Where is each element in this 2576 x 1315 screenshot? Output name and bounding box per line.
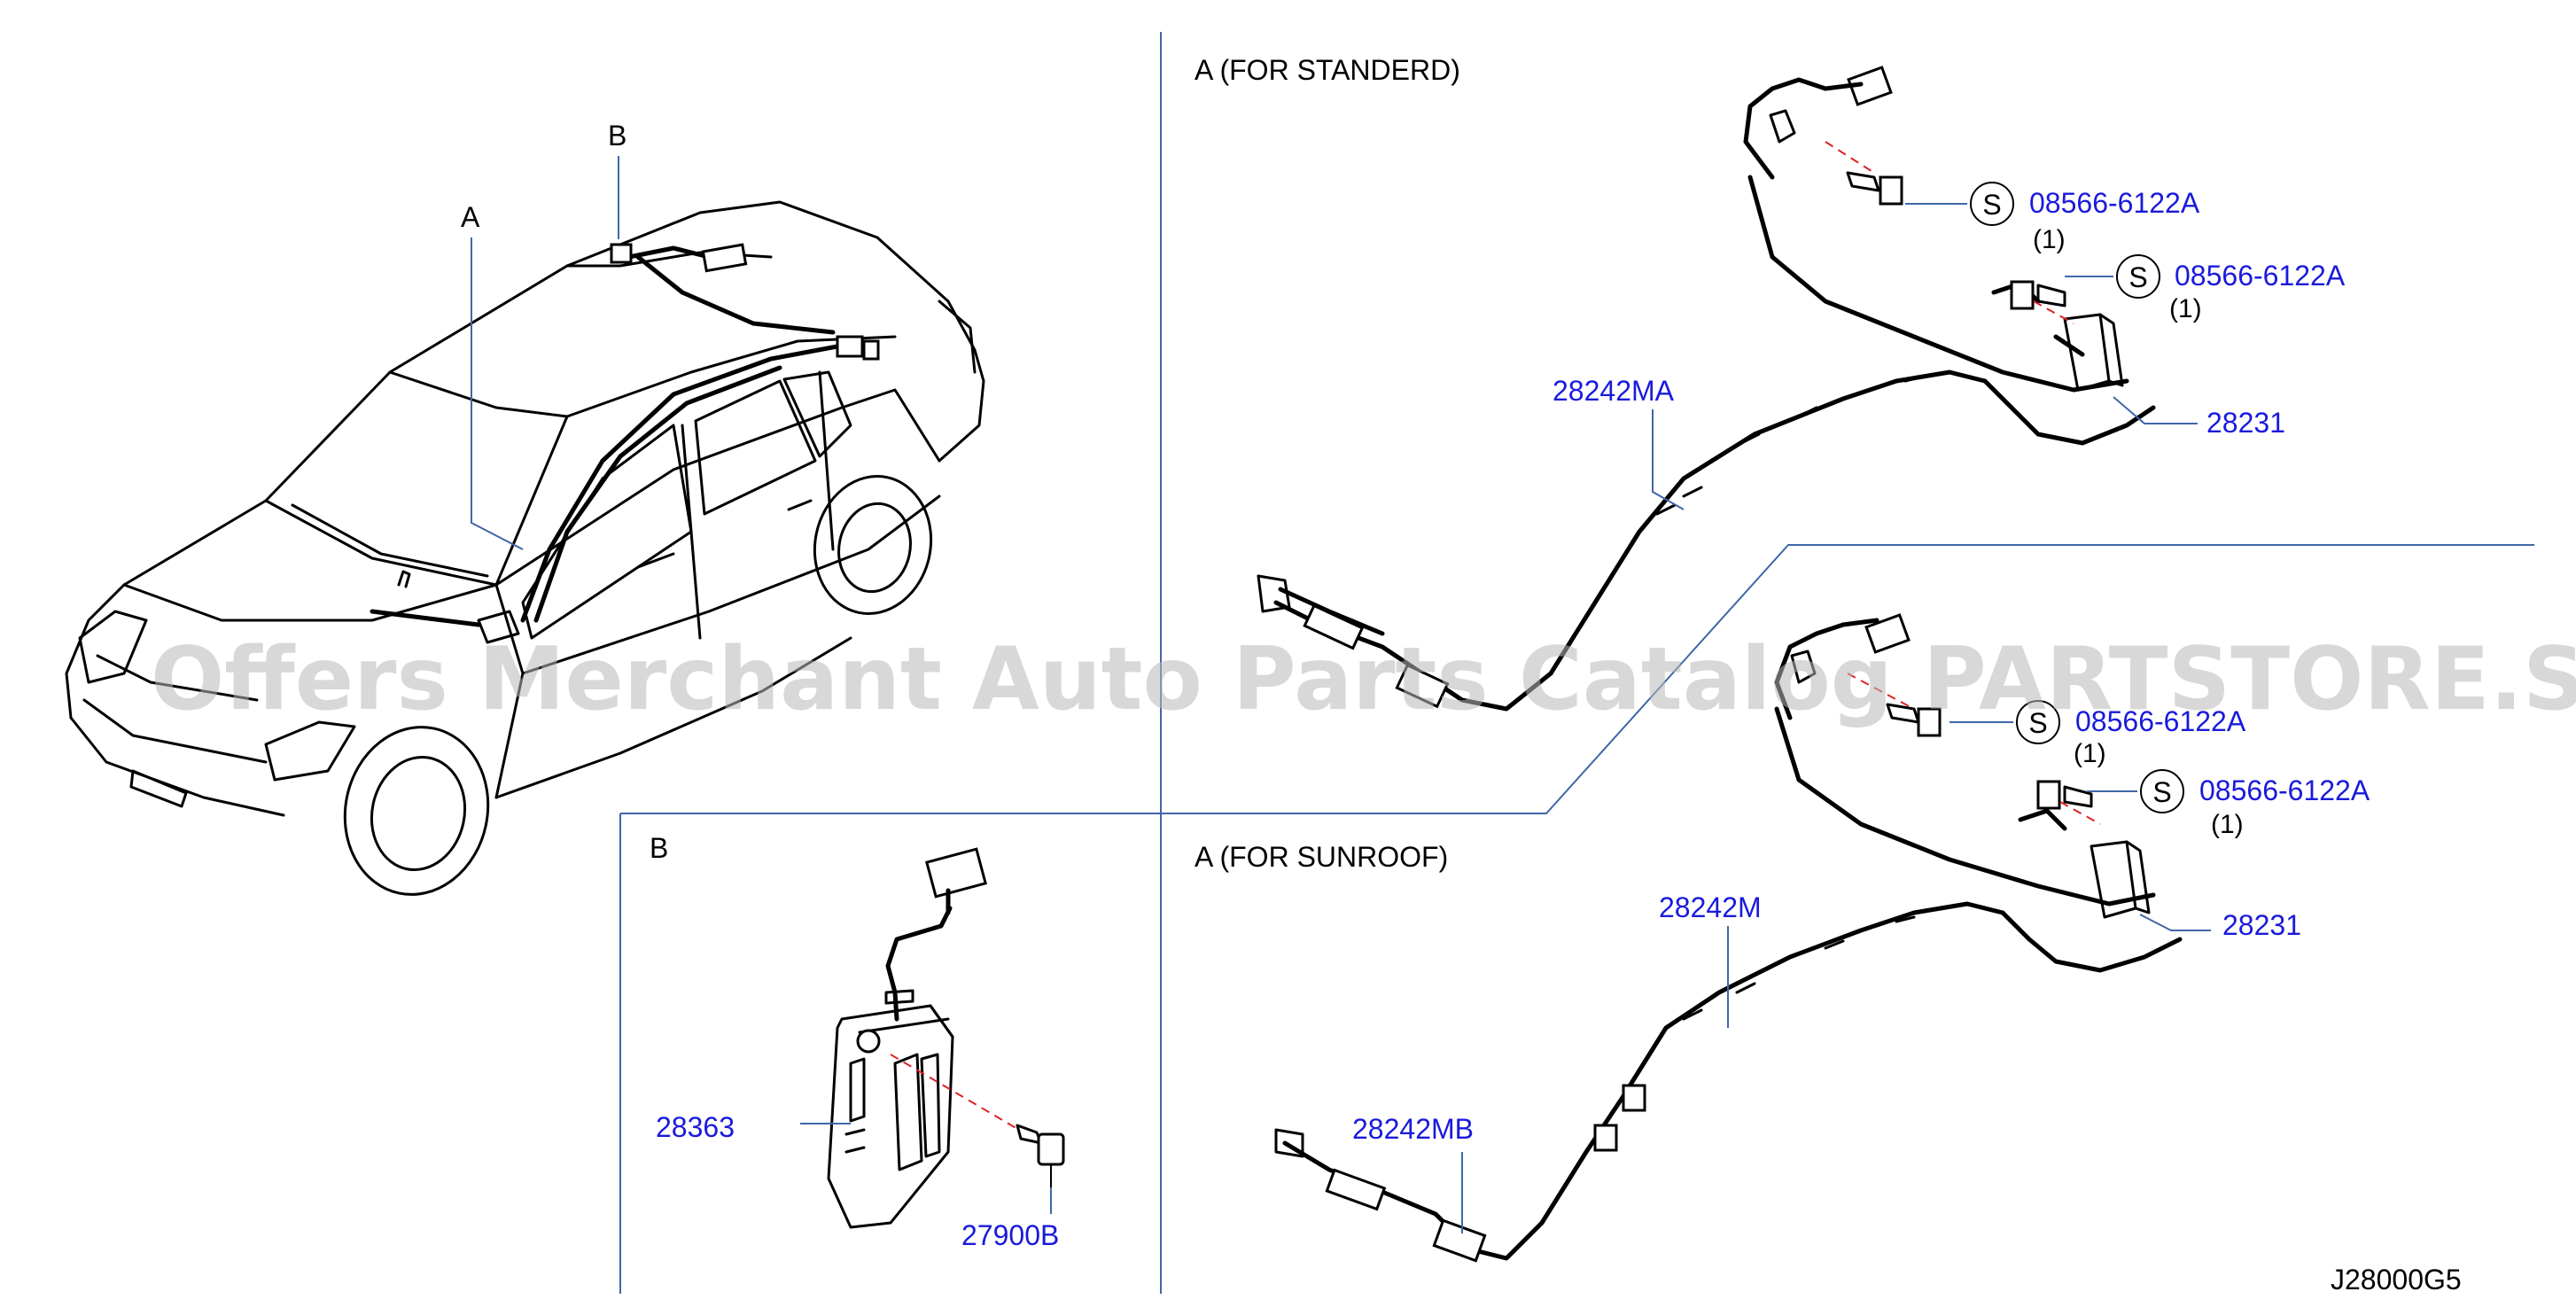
standard-harness-drawing [1257,66,2156,712]
sunroof-harness-drawing [1274,613,2183,1263]
part-28363[interactable]: 28363 [656,1111,735,1143]
qty-std-bolt-2: (1) [2169,294,2202,323]
callout-a-label: A [461,201,480,233]
s-symbol-sr-2-text: S [2152,776,2171,808]
part-28231-sr[interactable]: 28231 [2222,909,2301,941]
part-28242ma[interactable]: 28242MA [1553,375,1675,407]
s-symbol-std-2-text: S [2129,261,2147,293]
b-callouts [800,1123,1052,1214]
s-symbol-sr-2 [2140,769,2184,813]
sunroof-section-header: A (FOR SUNROOF) [1195,841,1448,873]
watermark-text: Offers Merchant Auto Parts Catalog PARTS… [151,629,2576,730]
section-separators [619,32,2534,1294]
diagram-code: J28000G5 [2331,1264,2462,1296]
qty-std-bolt-1: (1) [2033,225,2066,254]
b-section-header: B [650,832,668,864]
callout-b-label: B [608,120,626,152]
qty-sr-bolt-1: (1) [2074,739,2106,768]
part-08566-6122a-std-1[interactable]: 08566-6122A [2029,187,2200,219]
part-08566-6122a-sr-2[interactable]: 08566-6122A [2199,774,2370,806]
b-detail-drawing [827,847,1065,1229]
part-28242m[interactable]: 28242M [1659,891,1762,923]
part-08566-6122a-std-2[interactable]: 08566-6122A [2175,260,2346,292]
s-symbol-std-2 [2116,254,2160,299]
sunroof-callouts [1461,700,2211,1233]
qty-sr-bolt-2: (1) [2211,810,2244,839]
standard-section-header: A (FOR STANDERD) [1195,54,1460,86]
s-symbol-std-1-text: S [1982,189,2001,221]
s-symbol-sr-1 [2016,700,2060,744]
part-08566-6122a-sr-1[interactable]: 08566-6122A [2075,705,2246,737]
part-28231-std[interactable]: 28231 [2206,407,2285,439]
standard-callouts [1652,182,2198,510]
s-symbol-sr-1-text: S [2028,707,2047,739]
part-27900b[interactable]: 27900B [961,1219,1059,1251]
part-28242mb[interactable]: 28242MB [1352,1113,1474,1145]
car-illustration [65,156,985,896]
s-symbol-std-1 [1970,182,2014,226]
